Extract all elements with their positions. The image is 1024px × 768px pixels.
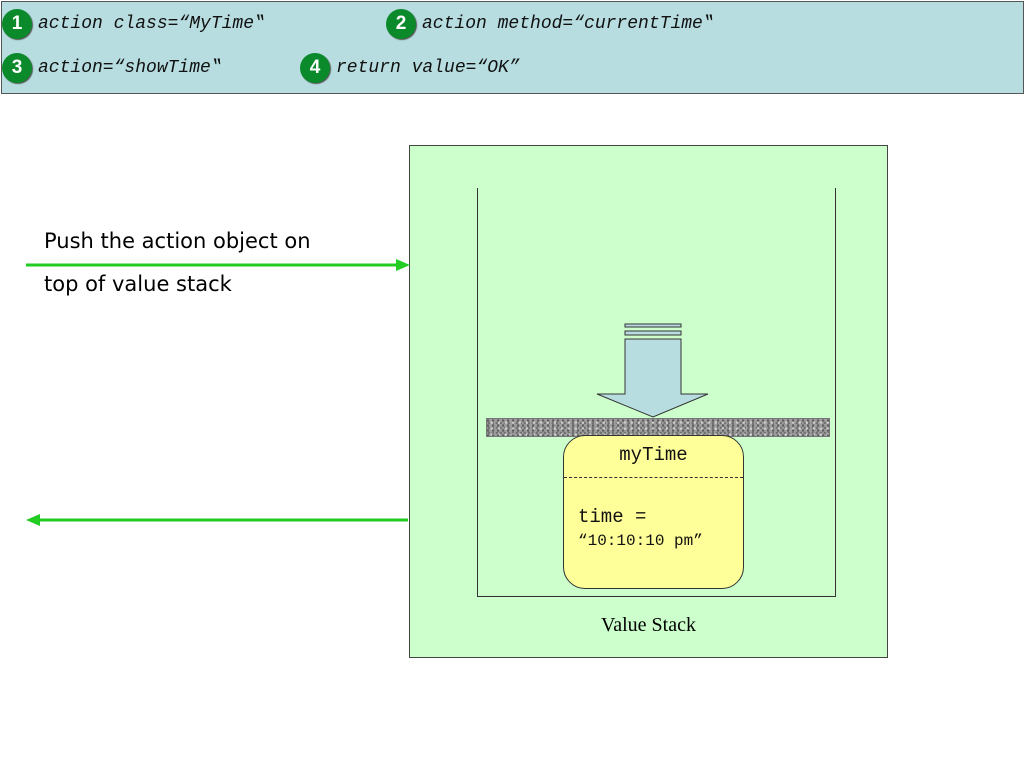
stack-base-slab: [486, 418, 830, 437]
card-divider: [564, 477, 743, 478]
return-arrow: [26, 514, 408, 526]
stack-container: [477, 188, 836, 597]
object-field-label: time =: [578, 506, 647, 528]
step-3-badge: 3: [2, 53, 32, 83]
step-2: 2 action method=“currentTime‟: [386, 9, 714, 39]
caption-line-1: Push the action object on: [44, 229, 311, 253]
value-stack-label: Value Stack: [601, 614, 696, 636]
push-in-arrow: [26, 259, 410, 271]
step-1-text: action class=“MyTime‟: [38, 14, 265, 34]
step-4-text: return value=“OK”: [336, 58, 520, 78]
step-3: 3 action=“showTime‟: [2, 53, 222, 83]
object-field-value: “10:10:10 pm”: [578, 532, 703, 550]
step-2-text: action method=“currentTime‟: [422, 14, 714, 34]
header-panel: 1 action class=“MyTime‟ 2 action method=…: [1, 1, 1024, 94]
step-1: 1 action class=“MyTime‟: [2, 9, 265, 39]
step-4: 4 return value=“OK”: [300, 53, 520, 83]
step-3-text: action=“showTime‟: [38, 58, 222, 78]
object-name: myTime: [619, 444, 688, 466]
step-1-badge: 1: [2, 9, 32, 39]
step-4-badge: 4: [300, 53, 330, 83]
step-2-badge: 2: [386, 9, 416, 39]
action-object-card: myTime time = “10:10:10 pm”: [563, 435, 744, 589]
caption-line-2: top of value stack: [44, 272, 232, 296]
